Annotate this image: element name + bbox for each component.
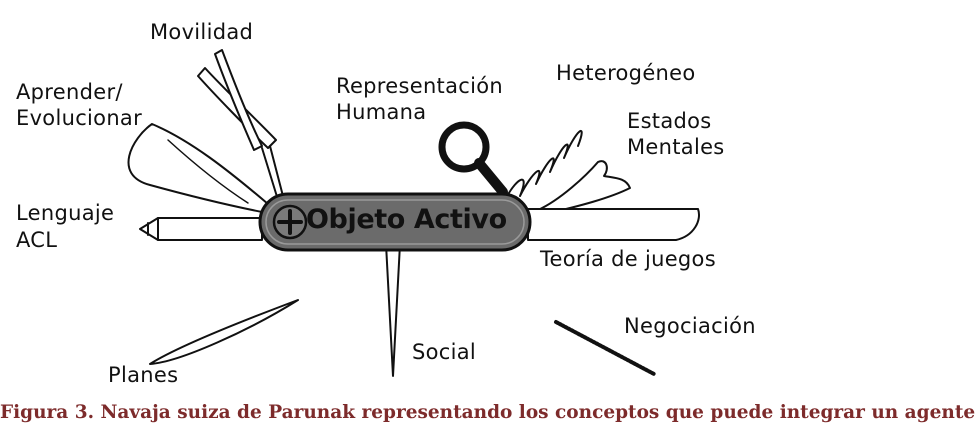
swiss-knife-diagram: Objeto Activo Movilidad Aprender/ Evoluc… <box>0 20 975 423</box>
awl-icon <box>385 243 401 377</box>
label-estados-line2: Mentales <box>627 135 725 159</box>
label-aprender-line1: Aprender/ <box>16 80 123 104</box>
center-label: Objeto Activo <box>306 204 507 235</box>
corkscrew-icon <box>505 130 583 199</box>
label-negociacion: Negociación <box>624 314 756 338</box>
leaf-blade-icon <box>149 299 299 365</box>
large-blade-icon <box>127 123 269 213</box>
label-heterogeneo: Heterogéneo <box>556 61 696 85</box>
figure-caption: Figura 3. Navaja suiza de Parunak repres… <box>0 402 975 423</box>
scissors-icon <box>197 49 285 201</box>
label-aprender-line2: Evolucionar <box>16 106 143 130</box>
bottle-opener-icon <box>537 160 631 215</box>
label-teoria-juegos: Teoría de juegos <box>540 247 716 271</box>
label-representacion-line1: Representación <box>336 74 504 98</box>
magnifier-icon <box>438 121 508 197</box>
label-movilidad: Movilidad <box>150 20 254 44</box>
label-estados-line1: Estados <box>627 109 712 133</box>
label-lenguaje-line2: ACL <box>16 228 58 252</box>
label-lenguaje-line1: Lenguaje <box>16 201 115 225</box>
knife-drawing <box>127 49 700 377</box>
right-blade-icon <box>527 208 700 241</box>
needle-icon <box>554 320 656 376</box>
knife-handle <box>258 192 532 252</box>
label-planes: Planes <box>108 363 179 387</box>
label-social: Social <box>412 340 477 364</box>
label-representacion-line2: Humana <box>336 100 427 124</box>
